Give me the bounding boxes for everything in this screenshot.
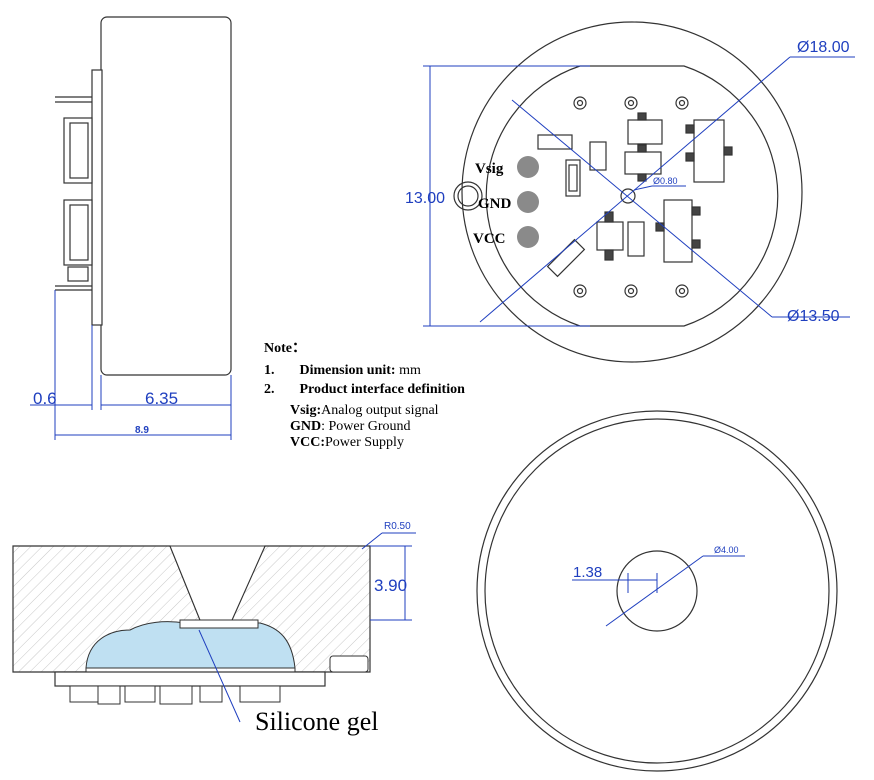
outer-diameter-label: Ø18.00 <box>797 39 850 56</box>
pcb-diameter-label: Ø13.50 <box>787 308 840 325</box>
silicone-gel-callout: Silicone gel <box>255 707 378 736</box>
pcb-height-label: 13.00 <box>405 190 445 207</box>
note-item-2: 2. Product interface definition <box>264 380 465 399</box>
corner-radius-label: R0.50 <box>384 521 411 532</box>
note-item-1: 1. Dimension unit: mm <box>264 361 465 380</box>
side-depth-label: 6.35 <box>145 389 178 408</box>
note-item-2-number: 2. <box>264 382 275 397</box>
notes-heading: Note： <box>264 341 306 356</box>
note-item-1-label: Dimension unit: <box>299 363 396 378</box>
definition-value: Analog output signal <box>321 403 439 418</box>
hole-diameter-label: Ø0.80 <box>653 176 678 186</box>
pin-vcc-label: VCC <box>473 231 506 247</box>
window-diameter-label: Ø4.00 <box>714 545 739 555</box>
pin-vsig-label: Vsig <box>475 161 504 177</box>
side-view-dimensions <box>30 290 232 440</box>
side-view <box>55 16 232 376</box>
section-dimensions <box>198 532 416 723</box>
notes-block: Note： 1. Dimension unit: mm 2. Product i… <box>264 339 465 451</box>
definition-gnd: GND: Power Ground <box>290 419 465 435</box>
interface-definitions: Vsig:Analog output signal GND: Power Gro… <box>290 403 465 451</box>
pcb-top-dimensions <box>423 56 855 327</box>
pcb-top-view <box>453 21 803 363</box>
definition-key: GND <box>290 419 322 434</box>
note-item-2-label: Product interface definition <box>299 382 465 397</box>
note-item-1-number: 1. <box>264 363 275 378</box>
bottom-view <box>476 410 838 772</box>
note-item-1-value: mm <box>399 363 421 378</box>
definition-vsig: Vsig:Analog output signal <box>290 403 465 419</box>
pin-gnd-label: GND <box>478 196 512 212</box>
side-offset-label: 0.6 <box>33 389 57 408</box>
definition-key: VCC: <box>290 435 325 450</box>
definition-vcc: VCC:Power Supply <box>290 435 465 451</box>
section-view <box>12 545 371 705</box>
definition-value: : Power Ground <box>321 419 411 434</box>
side-total-label: 8.9 <box>135 425 149 436</box>
bottom-view-dimensions <box>572 555 745 627</box>
definition-key: Vsig: <box>290 403 322 418</box>
definition-value: Power Supply <box>325 435 404 450</box>
window-offset-label: 1.38 <box>573 564 602 581</box>
cap-height-label: 3.90 <box>374 576 407 595</box>
